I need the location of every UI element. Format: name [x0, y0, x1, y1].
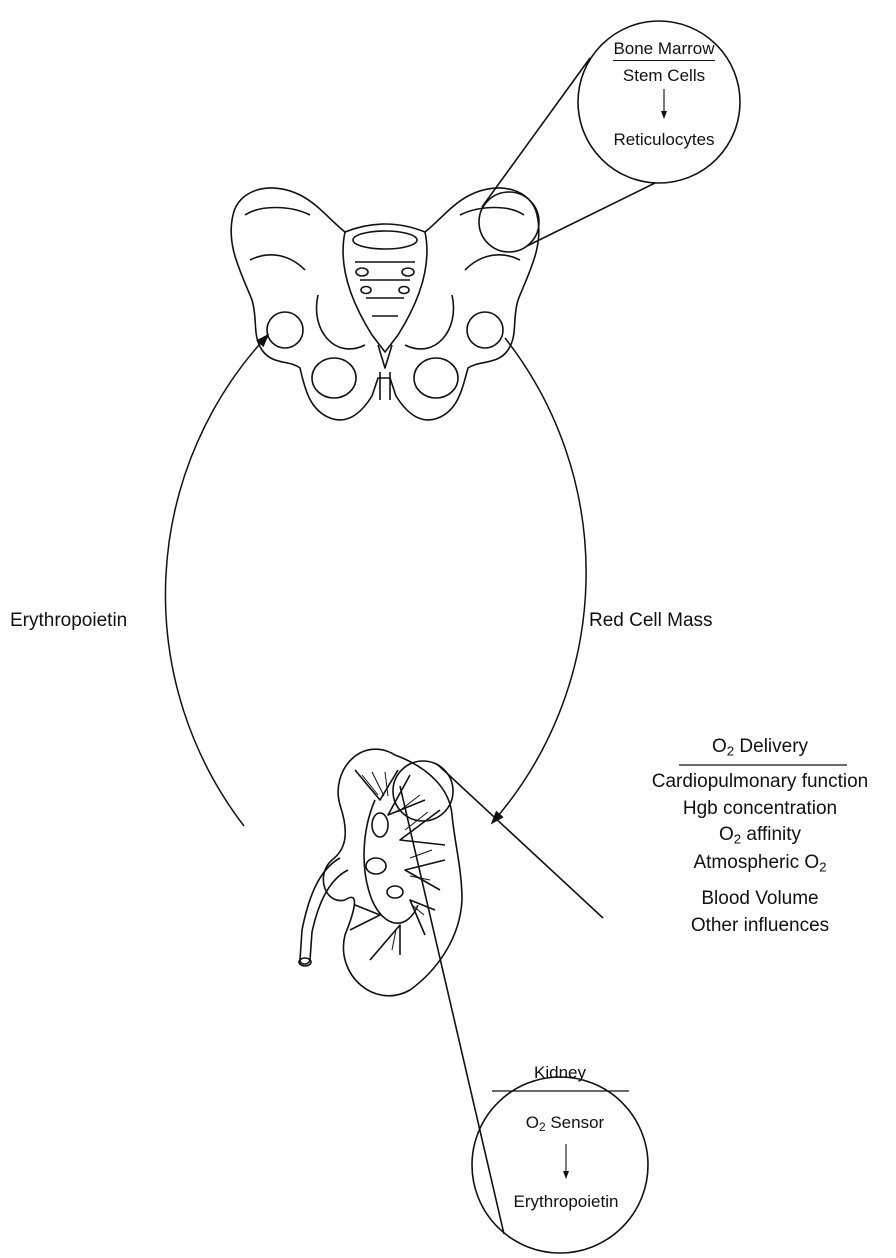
right-arc-arrow — [492, 338, 586, 823]
o2-delivery-title: O2 Delivery — [620, 737, 896, 756]
kidney-erythropoietin-label: Erythropoietin — [496, 1193, 636, 1210]
bone-marrow-title: Bone Marrow — [613, 39, 714, 61]
kidney-callout-graphic — [393, 761, 648, 1253]
other-influences-item: Other influences — [620, 916, 896, 935]
callout-line-upper — [482, 58, 590, 207]
callout-line-lower — [527, 183, 655, 246]
kidney-callout-line-lower — [400, 786, 504, 1234]
cardiopulmonary-item: Cardiopulmonary function — [620, 772, 896, 791]
erythropoietin-cycle-label: Erythropoietin — [10, 611, 127, 630]
hgb-concentration-item: Hgb concentration — [620, 799, 896, 818]
kidney-title: Kidney — [500, 1064, 620, 1081]
blood-volume-item: Blood Volume — [620, 889, 896, 908]
kidney-illustration — [299, 749, 462, 996]
red-cell-mass-label: Red Cell Mass — [589, 611, 713, 630]
reticulocytes-label: Reticulocytes — [606, 131, 722, 148]
left-arc-arrow — [165, 335, 268, 826]
o2-affinity-item: O2 affinity — [620, 825, 896, 844]
pelvis-illustration — [231, 188, 539, 420]
o2-sensor-label: O2 Sensor — [500, 1114, 630, 1131]
kidney-callout-circle — [472, 1077, 648, 1253]
atmospheric-o2-item: Atmospheric O2 — [620, 853, 896, 872]
bone-marrow-magnify-circle — [479, 192, 539, 252]
stem-cells-label: Stem Cells — [612, 67, 716, 84]
bone-marrow-callout: Bone Marrow — [612, 40, 716, 57]
